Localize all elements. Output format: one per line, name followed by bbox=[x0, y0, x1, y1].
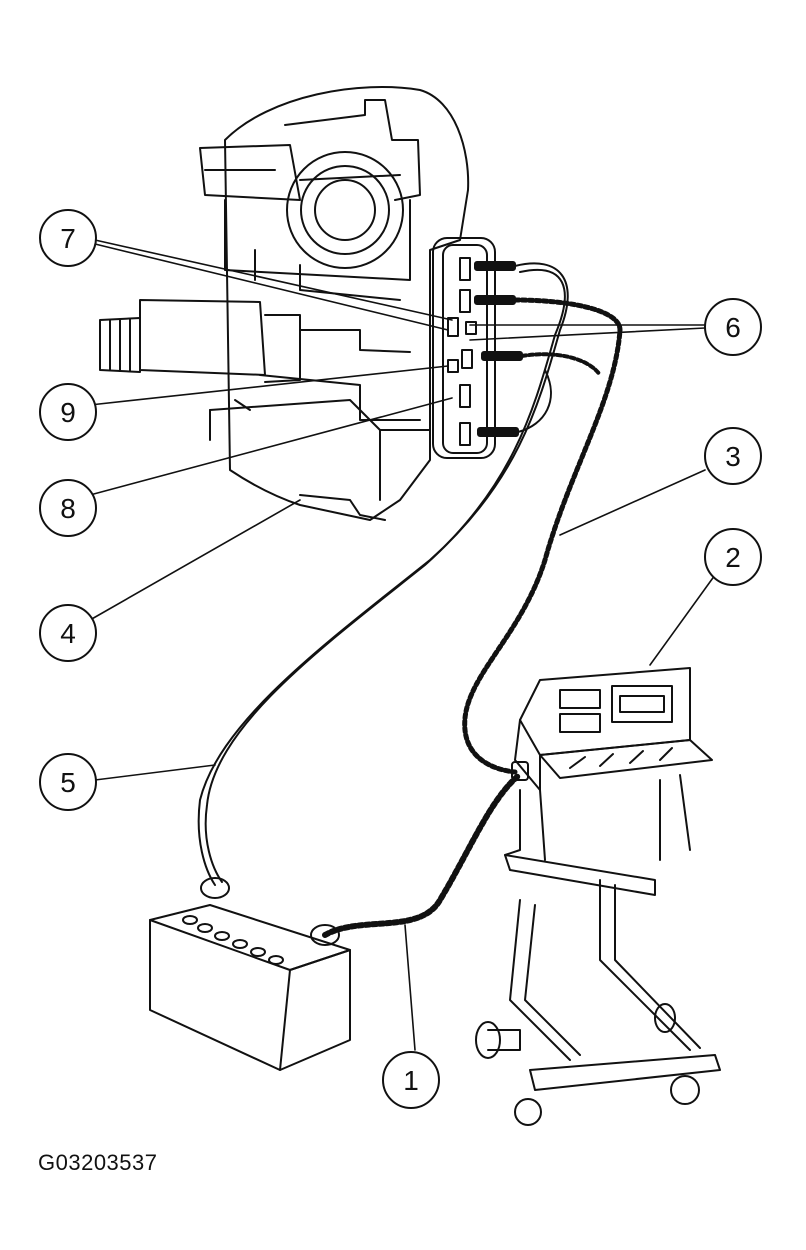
leader-lines bbox=[89, 239, 716, 1051]
svg-text:8: 8 bbox=[60, 493, 76, 524]
svg-text:6: 6 bbox=[725, 312, 741, 343]
cable-3 bbox=[462, 297, 623, 775]
callout-4: 4 bbox=[39, 604, 97, 662]
svg-text:7: 7 bbox=[60, 223, 76, 254]
callout-5: 5 bbox=[39, 753, 97, 811]
cable-5 bbox=[197, 262, 569, 886]
battery bbox=[149, 877, 351, 1071]
svg-text:2: 2 bbox=[725, 542, 741, 573]
callout-3: 3 bbox=[704, 427, 762, 485]
cable-1 bbox=[322, 773, 521, 938]
connector-block bbox=[432, 237, 496, 459]
callout-8: 8 bbox=[39, 479, 97, 537]
alternator-assembly bbox=[99, 86, 470, 521]
figure-id: G03203537 bbox=[38, 1150, 158, 1175]
svg-text:4: 4 bbox=[60, 618, 76, 649]
svg-text:1: 1 bbox=[403, 1065, 419, 1096]
tester-cart bbox=[475, 667, 721, 1126]
svg-text:9: 9 bbox=[60, 397, 76, 428]
svg-text:5: 5 bbox=[60, 767, 76, 798]
callout-7: 7 bbox=[39, 209, 97, 267]
callout-9: 9 bbox=[39, 383, 97, 441]
callout-2: 2 bbox=[704, 528, 762, 586]
clip-leads bbox=[474, 261, 523, 437]
svg-text:3: 3 bbox=[725, 441, 741, 472]
callout-6: 6 bbox=[704, 298, 762, 356]
callout-1: 1 bbox=[382, 1051, 440, 1109]
